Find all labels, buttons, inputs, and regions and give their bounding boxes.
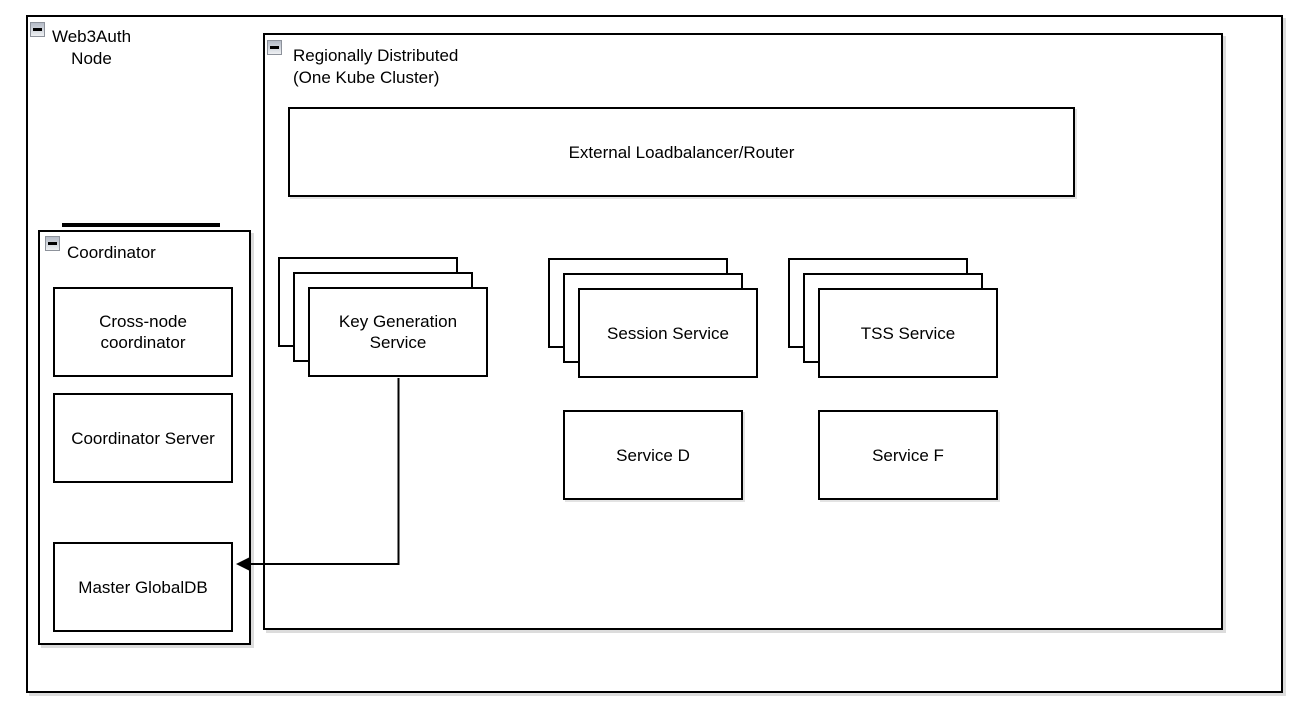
service-d-label: Service D (616, 445, 690, 465)
tss-service-label: TSS Service (860, 323, 956, 343)
key-generation-service-label: Key Generation Service (338, 312, 458, 352)
external-loadbalancer-box[interactable]: External Loadbalancer/Router (288, 107, 1075, 197)
tss-service-box[interactable]: TSS Service (818, 288, 998, 378)
minus-glyph (48, 242, 57, 245)
key-generation-service-box[interactable]: Key Generation Service (308, 287, 488, 377)
coordinator-label: Coordinator (67, 243, 156, 262)
cross-node-coordinator-label: Cross-node coordinator (99, 312, 187, 352)
collapse-minus-icon[interactable] (45, 236, 60, 251)
session-service-box[interactable]: Session Service (578, 288, 758, 378)
session-service-label: Session Service (607, 323, 729, 343)
service-f-box[interactable]: Service F (818, 410, 998, 500)
minus-glyph (270, 46, 279, 49)
regionally-distributed-label: Regionally Distributed (One Kube Cluster… (293, 46, 459, 87)
coordinator-top-edge (62, 223, 220, 227)
web3auth-node-label: Web3Auth Node (51, 27, 132, 68)
collapse-minus-icon[interactable] (267, 40, 282, 55)
master-globaldb-label: Master GlobalDB (78, 577, 208, 597)
service-d-box[interactable]: Service D (563, 410, 743, 500)
master-globaldb-box[interactable]: Master GlobalDB (53, 542, 233, 632)
coordinator-server-box[interactable]: Coordinator Server (53, 393, 233, 483)
cross-node-coordinator-box[interactable]: Cross-node coordinator (53, 287, 233, 377)
minus-glyph (33, 28, 42, 31)
coordinator-server-label: Coordinator Server (71, 428, 215, 448)
collapse-minus-icon[interactable] (30, 22, 45, 37)
service-f-label: Service F (872, 445, 944, 465)
external-loadbalancer-label: External Loadbalancer/Router (568, 142, 795, 162)
